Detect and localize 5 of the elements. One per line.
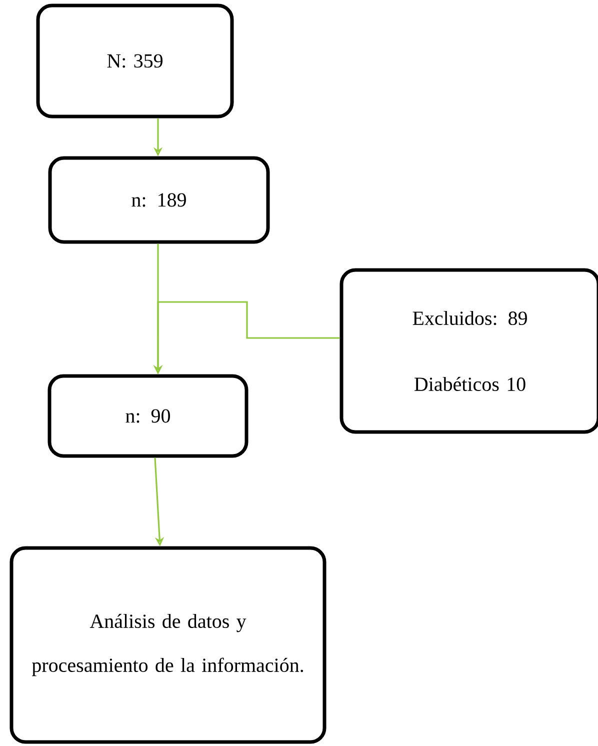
process-box: Análisis de datos y procesamiento de la información. — [10, 546, 326, 744]
process-box: Excluidos: 89 Diabéticos 10 — [340, 268, 598, 434]
process-box: n: 90 — [48, 374, 248, 458]
process-box: n: 189 — [48, 156, 270, 244]
process-box: N: 359 — [36, 4, 234, 118]
